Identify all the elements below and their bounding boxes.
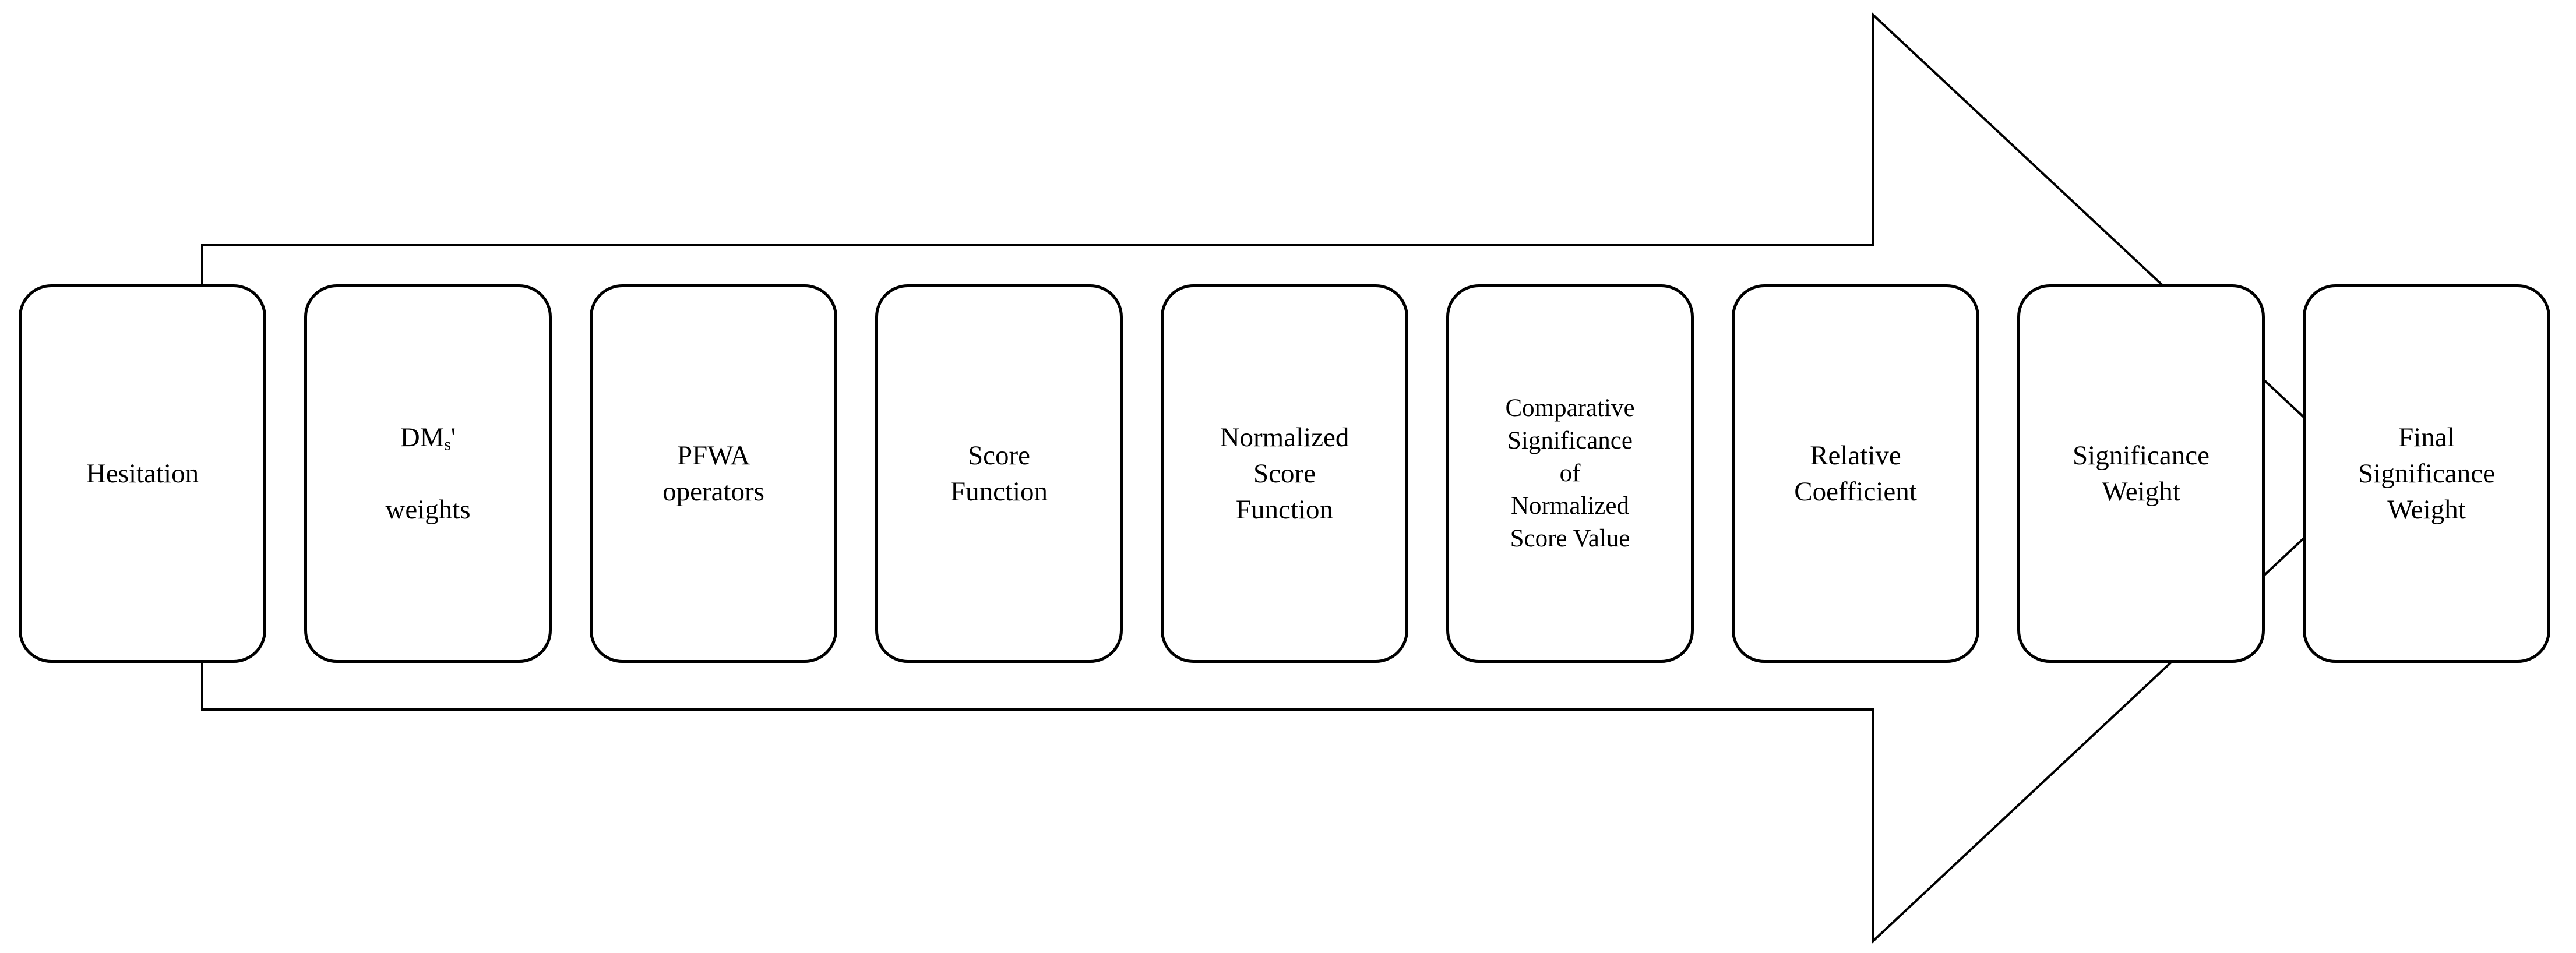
stage-box-final-significance-weight: Final Significance Weight [2303, 284, 2550, 663]
stage-label-subscript: s [444, 435, 451, 454]
stage-box-comparative-significance: Comparative Significance of Normalized S… [1446, 284, 1694, 663]
stage-label: Score Function [950, 440, 1048, 507]
stage-box-significance-weight: Significance Weight [2017, 284, 2265, 663]
stage-label: DMs' weights [377, 383, 478, 564]
stage-box-normalized-score-function: Normalized Score Function [1161, 284, 1408, 663]
stage-label-line2: weights [385, 495, 471, 525]
stage-box-relative-coefficient: Relative Coefficient [1732, 284, 1979, 663]
stage-label-apostrophe: ' [450, 422, 456, 453]
stage-label-text: DM [400, 422, 445, 453]
stage-label: Final Significance Weight [2358, 422, 2495, 525]
stage-box-hesitation: Hesitation [19, 284, 266, 663]
stage-box-score-function: Score Function [875, 284, 1123, 663]
stage-label-line1: DMs' [385, 419, 470, 456]
stage-label: Relative Coefficient [1794, 440, 1917, 507]
stage-label: Hesitation [86, 458, 199, 489]
stage-box-pfwa-operators: PFWA operators [590, 284, 837, 663]
stage-box-dms-weights: DMs' weights [304, 284, 552, 663]
stage-label: PFWA operators [662, 440, 764, 507]
stage-label: Comparative Significance of Normalized S… [1505, 394, 1635, 552]
stage-label: Normalized Score Function [1220, 422, 1349, 525]
stage-label: Significance Weight [2073, 440, 2209, 507]
